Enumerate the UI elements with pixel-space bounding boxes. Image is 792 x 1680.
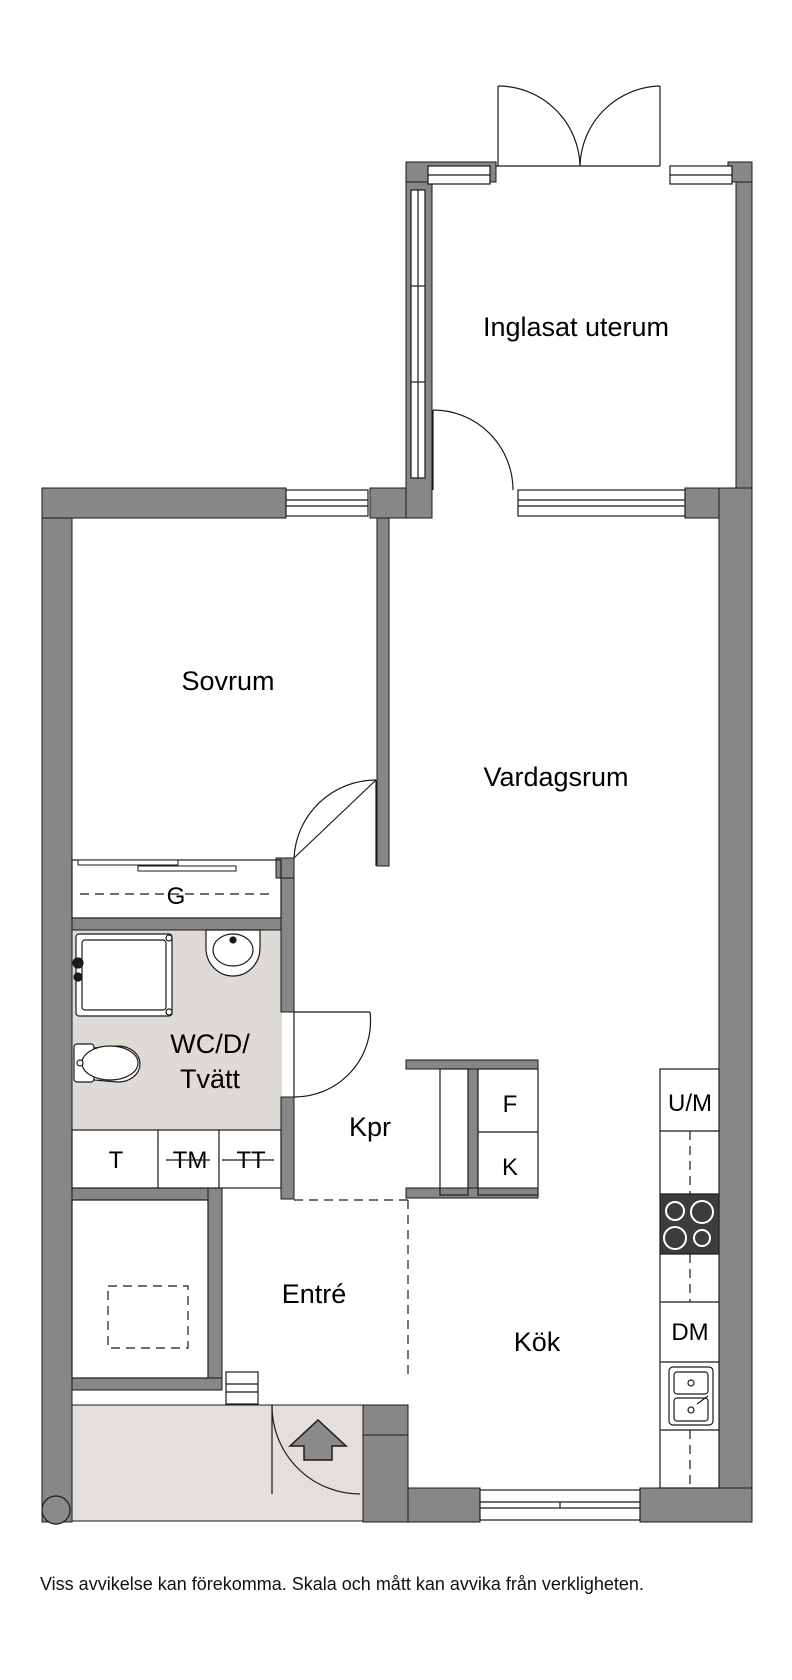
washbasin (205, 929, 261, 977)
patio-floor (41, 1404, 378, 1522)
sunroom-double-door (496, 85, 661, 167)
fridge-f-label: F (503, 1091, 518, 1118)
sunroom-label: Inglasat uterum (483, 312, 669, 342)
bathroom-label-line1: WC/D/ (170, 1029, 250, 1059)
windows (225, 165, 733, 1521)
closet-label: Kpr (349, 1112, 391, 1142)
dashed-lines (80, 893, 691, 1488)
dryer-t-label: T (109, 1147, 124, 1174)
wardrobe-label: G (167, 883, 186, 910)
cold-k-label: K (502, 1154, 518, 1181)
interior-walls (71, 517, 539, 1391)
kitchen-sink (668, 1366, 714, 1426)
bathroom-label-line2: Tvätt (180, 1064, 241, 1094)
oven-um-label: U/M (668, 1090, 712, 1117)
entrance-label: Entré (282, 1279, 347, 1309)
stove (659, 1193, 720, 1255)
shower (72, 933, 173, 1017)
living-room-label: Vardagsrum (483, 762, 628, 792)
interior-lines (71, 859, 720, 1489)
door-swings (271, 409, 514, 1495)
dishwasher-dm-label: DM (671, 1319, 708, 1346)
exterior-walls (41, 161, 753, 1523)
wardrobe-sliding-doors (77, 859, 237, 872)
entrance-arrow-icon (288, 1418, 348, 1461)
toilet (73, 1043, 141, 1083)
disclaimer-text: Viss avvikelse kan förekomma. Skala och … (40, 1574, 644, 1594)
bedroom-label: Sovrum (181, 666, 274, 696)
downpipe-icon (41, 1495, 71, 1525)
kitchen-label: Kök (514, 1327, 561, 1357)
